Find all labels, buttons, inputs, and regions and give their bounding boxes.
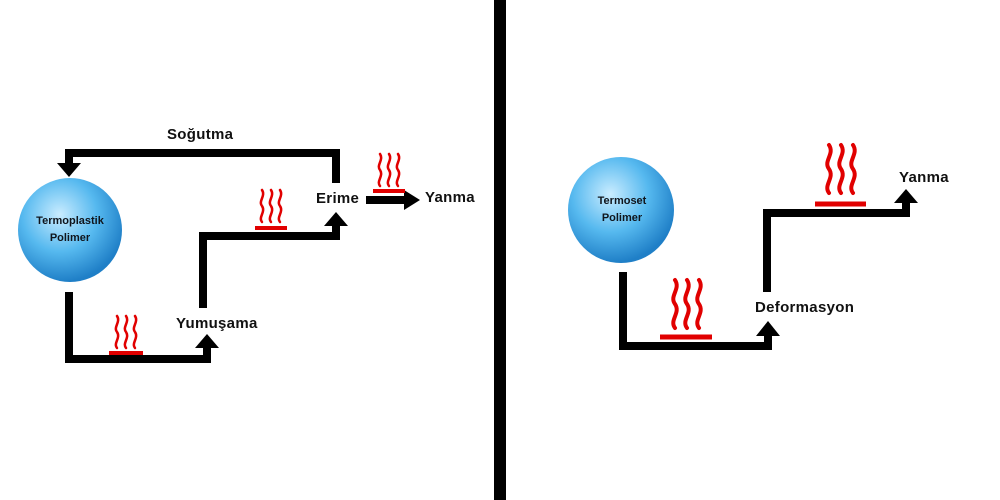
node-line-1: Termoset: [597, 195, 647, 207]
burning-label-thermoset: Yanma: [899, 169, 949, 186]
heat-source-icon: [660, 278, 712, 340]
melting-label: Erime: [316, 190, 360, 207]
path-to-melting: [199, 226, 340, 308]
heat-source-icon: [815, 143, 866, 207]
arrow-head-icon: [324, 212, 348, 226]
burning-label: Yanma: [425, 189, 475, 206]
arrow-head-icon: [894, 189, 918, 203]
heat-source-icon: [255, 188, 287, 230]
softening-label: Yumuşama: [176, 315, 258, 332]
node-line-2: Polimer: [49, 232, 91, 244]
cooling-label: Soğutma: [167, 126, 234, 143]
thermoplastic-polymer-label: Termoplastik Polimer: [18, 213, 122, 247]
path-to-softening: [65, 292, 211, 363]
path-to-burning-thermoset: [763, 203, 910, 292]
deformation-label: Deformasyon: [755, 299, 855, 316]
thermoset-polymer-sphere: [568, 157, 674, 263]
node-line-1: Termoplastik: [36, 215, 104, 227]
arrow-head-icon: [756, 321, 780, 336]
arrow-head-icon: [195, 334, 219, 348]
heat-source-icon: [373, 152, 405, 193]
arrow-head-icon: [57, 163, 81, 177]
thermoset-polymer-label: Termoset Polimer: [570, 193, 674, 227]
node-line-2: Polimer: [601, 212, 643, 224]
path-to-deformation: [619, 272, 772, 350]
heat-source-icon: [109, 314, 143, 355]
path-cooling: [65, 149, 340, 183]
panel-divider: [494, 0, 506, 500]
thermoplastic-polymer-sphere: [18, 178, 122, 282]
arrow-head-icon: [404, 190, 420, 210]
